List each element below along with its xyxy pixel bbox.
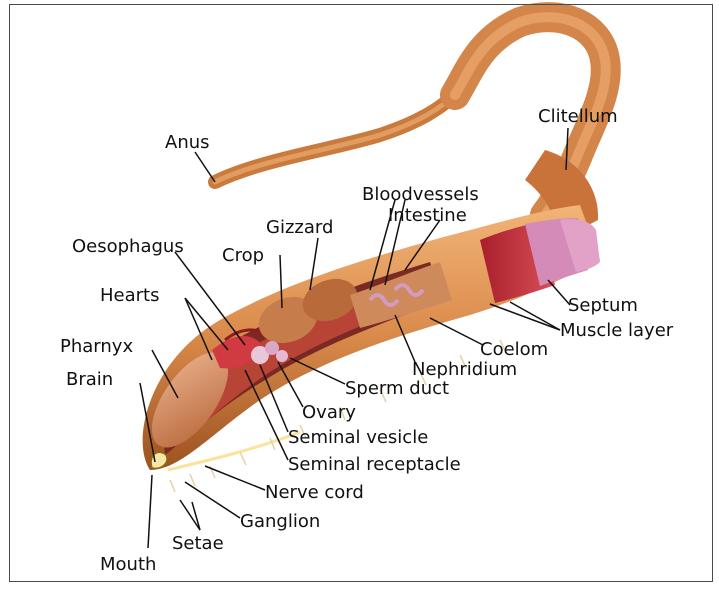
diagram-frame (9, 4, 713, 582)
